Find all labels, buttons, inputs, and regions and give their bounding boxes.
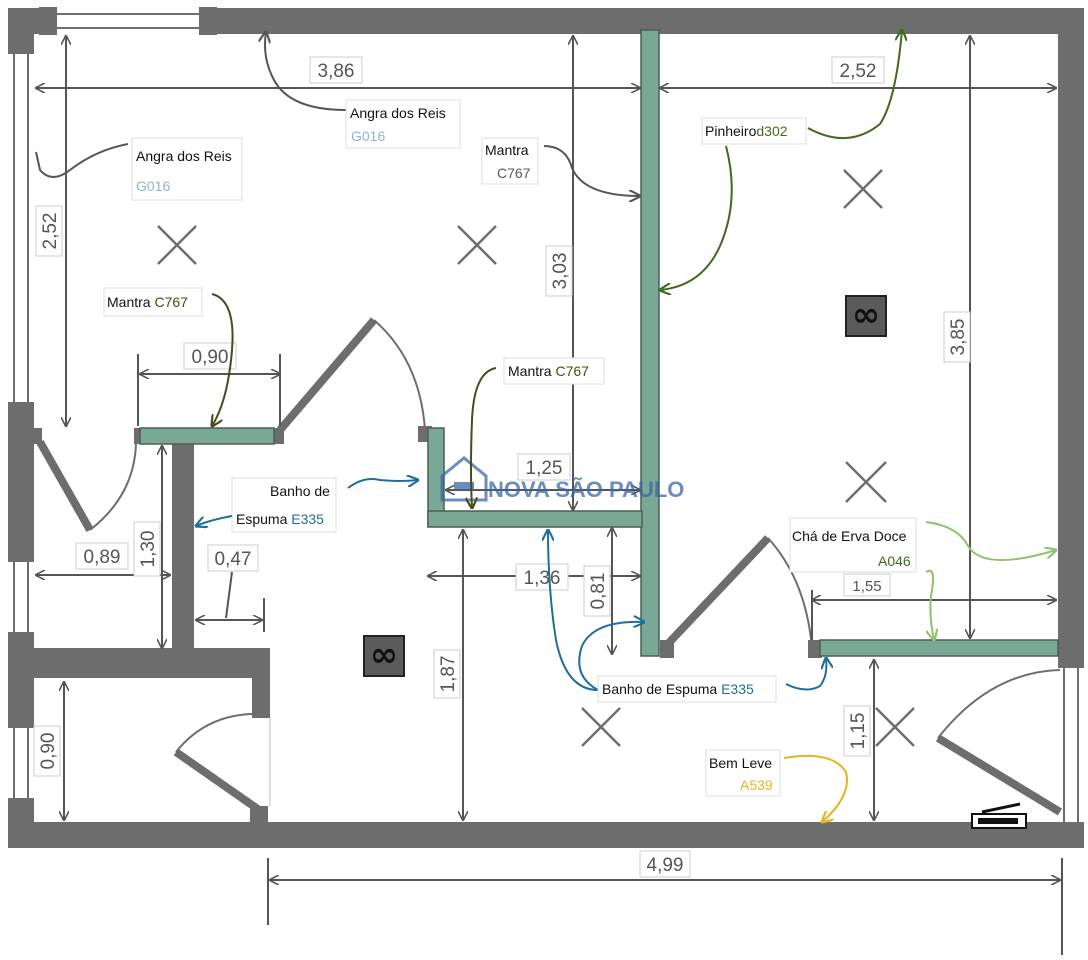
arrow-pinheiro-down <box>660 145 733 290</box>
label-banho-bottom-code: E335 <box>721 681 754 697</box>
label-cha-code: A046 <box>878 553 911 569</box>
label-pinheiro-code: d302 <box>756 123 787 139</box>
wall-left-mid-a <box>8 402 34 562</box>
door-center <box>276 317 426 433</box>
arrow-banho-left-a <box>347 479 418 489</box>
label-cha-name: Chá de Erva Doce <box>792 528 907 544</box>
svg-text:∞: ∞ <box>852 295 880 335</box>
arrow-banho-bottom-up <box>548 530 599 691</box>
wall-left-bottom <box>8 798 34 848</box>
ceiling-lights <box>157 169 915 747</box>
wall-left-mid-b <box>8 632 34 728</box>
dim-1-25: 1,25 <box>526 458 563 479</box>
label-mantra-center-code: C767 <box>497 165 531 181</box>
watermark: NOVA SÃO PAULO <box>440 456 684 502</box>
x-mark-icon <box>457 225 497 265</box>
dim-1-36: 1,36 <box>524 568 561 589</box>
label-pinheiro: Pinheirod302 <box>705 123 788 139</box>
label-bem-leve-code: A539 <box>740 777 773 793</box>
label-banho-left-line2: Espuma E335 <box>236 511 324 527</box>
dim-1-55: 1,55 <box>852 578 881 595</box>
door-bath <box>173 712 271 816</box>
dim-3-85: 3,85 <box>948 319 969 356</box>
dim-0-47: 0,47 <box>215 549 252 570</box>
wall-bath-vertical <box>172 440 194 652</box>
dim-0-81: 0,81 <box>588 573 609 610</box>
feature-wall-top-door <box>139 427 275 445</box>
wall-bath-stub <box>252 648 270 718</box>
arrow-pinheiro-up <box>807 30 902 139</box>
arrow-cha-down <box>925 569 934 640</box>
dim-1-87: 1,87 <box>438 656 459 693</box>
label-angra-top-name: Angra dos Reis <box>350 105 446 121</box>
x-mark-icon <box>845 461 887 503</box>
watermark-text: NOVA SÃO PAULO <box>488 477 684 502</box>
window-frames <box>13 7 1079 822</box>
wall-door-jamb-g <box>252 706 270 718</box>
label-mantra-left: Mantra C767 <box>107 294 188 310</box>
label-mantra-left-code: C767 <box>154 294 188 310</box>
feature-wall-niche-bottom <box>427 510 643 528</box>
dim-3-03: 3,03 <box>550 253 571 290</box>
arrow-banho-bottom-right <box>785 658 826 691</box>
x-mark-icon <box>843 169 883 209</box>
walls <box>8 8 1084 848</box>
ac-unit-icon: ∞ <box>363 635 405 677</box>
x-mark-icon <box>581 707 621 747</box>
dim-0-89: 0,89 <box>84 547 121 568</box>
label-mantra-mid-code: C767 <box>555 363 589 379</box>
doors <box>36 317 1063 816</box>
wall-left-top <box>8 8 34 54</box>
dim-2-52-top: 2,52 <box>840 61 877 82</box>
label-mantra-mid: Mantra C767 <box>508 363 589 379</box>
dim-1-30: 1,30 <box>138 531 159 568</box>
arrow-mantra-center <box>543 145 640 196</box>
feature-wall-main-vertical <box>640 29 660 657</box>
appliance-icon <box>971 802 1027 829</box>
door-bedroom <box>661 535 813 651</box>
label-banho-bottom: Banho de Espuma E335 <box>602 681 754 697</box>
wall-bottom <box>8 822 1084 848</box>
arrow-mantra-left <box>212 293 234 426</box>
x-mark-icon <box>157 225 197 265</box>
label-mantra-center-name: Mantra <box>485 142 529 158</box>
arrow-cha-right <box>925 521 1056 561</box>
label-banho-left-line1: Banho de <box>270 483 330 499</box>
dimension-labels: 3,86 2,52 2,52 3,03 3,85 0,90 1,25 1,30 … <box>33 56 971 878</box>
door-left <box>36 440 137 532</box>
label-banho-left-code: E335 <box>291 511 324 527</box>
arrow-angra-top <box>265 32 347 111</box>
wall-bath-horizontal <box>30 648 270 678</box>
dim-0-90-top: 0,90 <box>192 347 229 368</box>
arrow-angra-left <box>35 143 129 178</box>
x-mark-icon <box>875 707 915 747</box>
label-angra-left-code: G016 <box>136 178 170 194</box>
dim-4-99: 4,99 <box>647 855 684 876</box>
arrow-banho-bottom-mid <box>578 622 644 691</box>
arrow-banho-left-b <box>196 515 233 526</box>
arrow-mantra-mid <box>471 367 497 508</box>
dim-0-90-bottom: 0,90 <box>38 733 59 770</box>
ac-units: ∞ ∞ <box>363 295 887 677</box>
house-logo-icon <box>440 456 488 502</box>
wall-right-upper <box>1058 8 1084 668</box>
dim-2-52-left: 2,52 <box>40 213 61 250</box>
dim-3-86: 3,86 <box>318 61 355 82</box>
ac-unit-icon: ∞ <box>845 295 887 337</box>
wall-door-jamb-a <box>20 428 42 444</box>
label-bem-leve-name: Bem Leve <box>709 755 772 771</box>
svg-text:∞: ∞ <box>370 635 398 675</box>
feature-walls <box>139 29 1059 657</box>
arrow-bem-leve <box>783 754 848 822</box>
label-angra-left-name: Angra dos Reis <box>136 148 232 164</box>
door-entrance <box>935 669 1063 816</box>
dim-1-15: 1,15 <box>848 713 869 750</box>
feature-wall-right-bottom <box>819 639 1059 657</box>
label-angra-top-code: G016 <box>351 128 385 144</box>
